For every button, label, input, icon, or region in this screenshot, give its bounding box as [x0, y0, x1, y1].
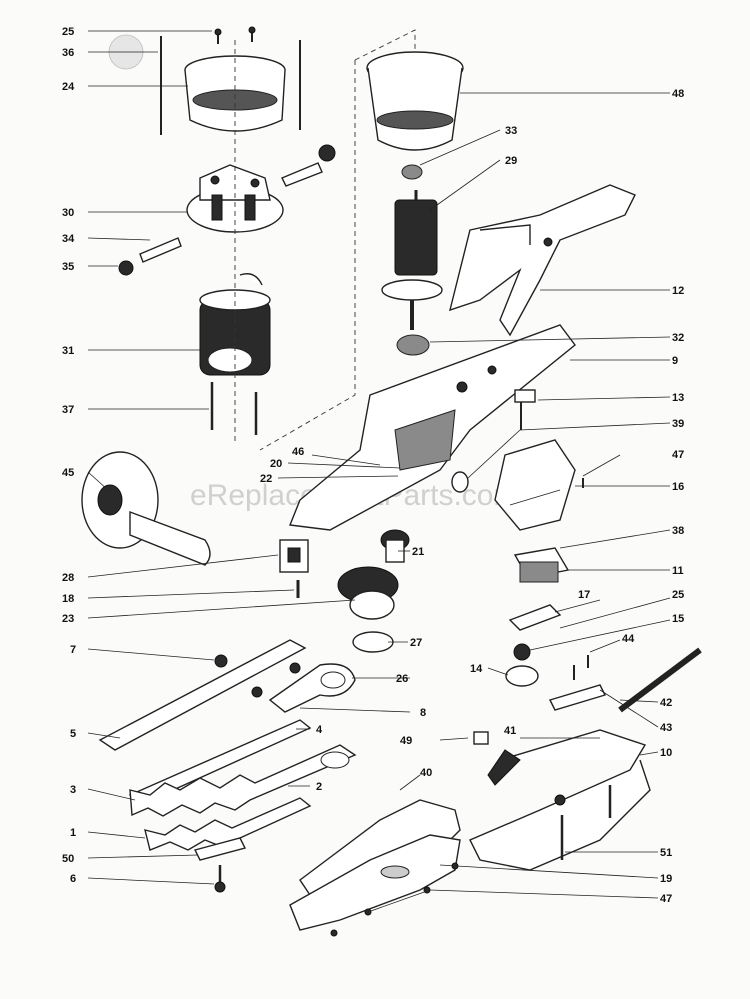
- callout-40: 40: [420, 767, 432, 779]
- callout-38: 38: [672, 525, 684, 537]
- armature-group: [259, 29, 464, 451]
- bearing-32: [396, 334, 430, 356]
- callout-35: 35: [62, 261, 74, 273]
- gear-14: [505, 643, 539, 687]
- callout-24: 24: [62, 81, 75, 93]
- callout-7: 7: [70, 644, 76, 656]
- callout-41: 41: [504, 725, 516, 737]
- screw-25-top: [214, 26, 256, 44]
- callout-36: 36: [62, 47, 74, 59]
- screws-37: [210, 382, 258, 435]
- plate-17: [508, 604, 562, 631]
- callout-25-top: 25: [62, 26, 74, 38]
- callout-37: 37: [62, 404, 74, 416]
- blade-guard-19: [289, 834, 461, 931]
- armature-29: [381, 190, 443, 330]
- blade-1: [144, 797, 312, 851]
- callout-16: 16: [672, 481, 684, 493]
- callout-28: 28: [62, 572, 74, 584]
- callout-33: 33: [505, 125, 517, 137]
- callout-31: 31: [62, 345, 74, 357]
- callout-48: 48: [672, 88, 684, 100]
- callout-42: 42: [660, 697, 672, 709]
- brush-cap-35-right: [318, 144, 336, 162]
- long-screws-36: [160, 36, 301, 135]
- gear-23: [337, 566, 399, 620]
- callout-2: 2: [316, 781, 322, 793]
- callout-50: 50: [62, 853, 74, 865]
- callout-26: 26: [396, 673, 408, 685]
- brush-cap-35: [118, 260, 134, 276]
- bearing-33: [401, 164, 423, 180]
- callout-6: 6: [70, 873, 76, 885]
- spring-41: [487, 749, 521, 786]
- callout-17: 17: [578, 589, 590, 601]
- screw-8b: [289, 662, 301, 674]
- callout-4: 4: [316, 724, 323, 736]
- callout-34: 34: [62, 233, 75, 245]
- blade-5: [98, 639, 307, 751]
- callout-21: 21: [412, 546, 424, 558]
- part-49: [473, 731, 489, 745]
- callout-11: 11: [672, 565, 684, 577]
- main-handle-12: [449, 184, 636, 337]
- callout-27: 27: [410, 637, 422, 649]
- callout-45: 45: [62, 467, 74, 479]
- callout-23: 23: [62, 613, 74, 625]
- callout-18: 18: [62, 593, 74, 605]
- power-cord-42: [618, 647, 702, 713]
- callout-39: 39: [672, 418, 684, 430]
- callout-15: 15: [672, 613, 684, 625]
- cover-48: [366, 51, 464, 151]
- callout-49: 49: [400, 735, 412, 747]
- screw-8a: [251, 686, 263, 698]
- base-plate-10: [469, 729, 651, 871]
- callout-10: 10: [660, 747, 672, 759]
- pinion-21: [380, 529, 410, 563]
- callout-14: 14: [470, 663, 483, 675]
- callout-46: 46: [292, 446, 304, 458]
- bracket-28: [279, 539, 309, 573]
- callout-51: 51: [660, 847, 672, 859]
- switch-module-11: [513, 547, 570, 583]
- switch-cover-16: [494, 439, 576, 531]
- callout-13: 13: [672, 392, 684, 404]
- callout-labels: 25 36 24 30 34 35 31 37 45 28 18 23 7 5 …: [62, 26, 684, 905]
- callout-30: 30: [62, 207, 74, 219]
- callout-20: 20: [270, 458, 282, 470]
- callout-29: 29: [505, 155, 517, 167]
- aux-handle-45: [81, 451, 211, 566]
- gear-housing-9: [289, 324, 576, 531]
- brush-34: [139, 162, 323, 263]
- callout-32: 32: [672, 332, 684, 344]
- callout-1: 1: [70, 827, 76, 839]
- motor-assembly: [108, 26, 336, 445]
- blade-3: [129, 744, 357, 817]
- bearing-housing-30: [186, 164, 284, 233]
- nut-7: [214, 654, 228, 668]
- bushing-39: [451, 471, 469, 493]
- screw-6-head: [214, 881, 226, 893]
- callout-8: 8: [420, 707, 426, 719]
- callout-44: 44: [622, 633, 635, 645]
- callout-25-right: 25: [672, 589, 684, 601]
- switch-13: [514, 389, 536, 430]
- leader-lines: [87, 30, 671, 913]
- callout-47-top: 47: [672, 449, 684, 461]
- callout-47-bottom: 47: [660, 893, 672, 905]
- cord-clamp-43: [549, 684, 606, 711]
- ring-27: [352, 631, 394, 653]
- callout-9: 9: [672, 355, 678, 367]
- callout-19: 19: [660, 873, 672, 885]
- plate-50: [193, 837, 247, 861]
- callout-22: 22: [260, 473, 272, 485]
- callout-5: 5: [70, 728, 76, 740]
- callout-12: 12: [672, 285, 684, 297]
- callout-43: 43: [660, 722, 672, 734]
- callout-3: 3: [70, 784, 76, 796]
- link-26: [268, 663, 356, 713]
